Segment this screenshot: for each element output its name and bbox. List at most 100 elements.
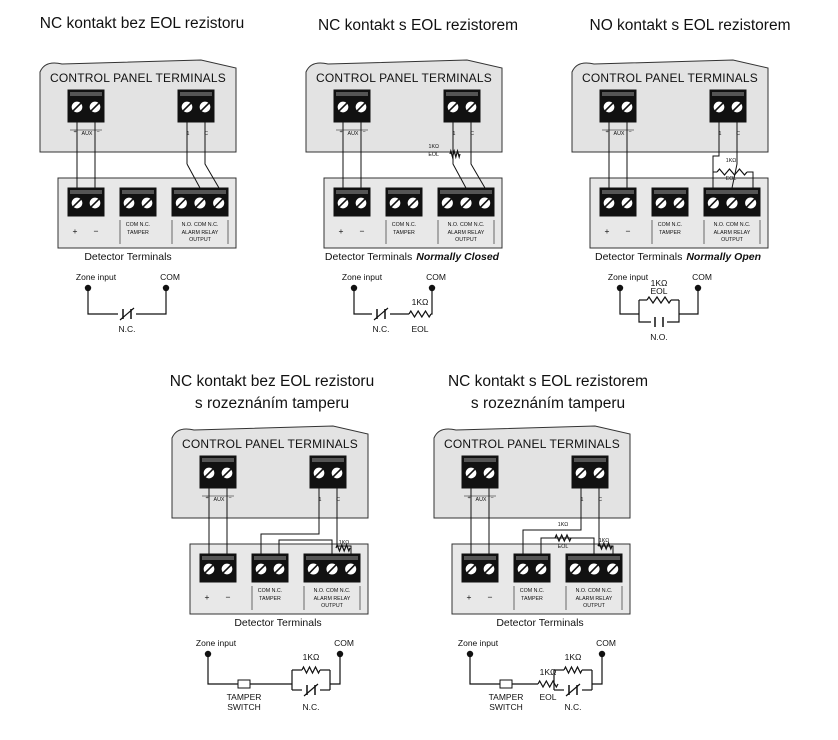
screw-slot xyxy=(390,198,400,208)
terminal-block-ridge xyxy=(312,458,344,462)
tamper-switch-label-1: TAMPER xyxy=(227,692,262,702)
relay-terminal-caption: ALARM RELAY xyxy=(714,230,751,236)
tamper-terminal-caption: TAMPER xyxy=(393,230,415,236)
terminal-block-ridge xyxy=(336,190,368,194)
relay-terminal-label: N.O. COM N.C. xyxy=(182,222,219,228)
screw-slot xyxy=(746,198,756,208)
relay-terminal-output: OUTPUT xyxy=(455,237,478,243)
relay-terminal-caption: ALARM RELAY xyxy=(182,230,219,236)
screw-slot xyxy=(576,468,586,478)
terminal-block-ridge xyxy=(712,92,744,96)
wire xyxy=(278,539,333,554)
screw-slot xyxy=(346,564,356,574)
wire xyxy=(452,122,467,189)
minus-sign: − xyxy=(488,592,493,602)
aux-plus: + xyxy=(205,495,208,501)
screw-slot xyxy=(90,102,100,112)
tamper-terminal-caption: TAMPER xyxy=(127,230,149,236)
resistor-value: 1KΩ xyxy=(651,278,668,288)
screw-slot xyxy=(408,198,418,208)
terminal-block-ridge xyxy=(70,92,102,96)
terminal-block-ridge xyxy=(202,556,234,560)
terminal-block-ridge xyxy=(336,92,368,96)
tamper-terminal-label: COM N.C. xyxy=(658,222,682,228)
relay-1-label: 1 xyxy=(453,131,456,137)
wire xyxy=(470,122,486,189)
minus-sign: − xyxy=(94,226,99,236)
screw-slot xyxy=(182,102,192,112)
screw-slot xyxy=(480,198,490,208)
screw-slot xyxy=(732,102,742,112)
wire xyxy=(592,654,603,685)
screw-slot xyxy=(195,198,205,208)
screw-slot xyxy=(90,198,100,208)
com-label: COM xyxy=(596,638,616,648)
screw-slot xyxy=(518,564,528,574)
screw-slot xyxy=(674,198,684,208)
relay-c-label: C xyxy=(470,131,474,137)
relay-1-label: 1 xyxy=(719,131,722,137)
terminal-block-ridge xyxy=(174,190,226,194)
detector-terminals-label: Detector Terminals xyxy=(595,251,682,263)
screw-slot xyxy=(72,102,82,112)
relay-c-label: C xyxy=(204,131,208,137)
wire xyxy=(540,537,595,554)
wire xyxy=(469,654,554,685)
zone-input-label: Zone input xyxy=(608,272,649,282)
wire xyxy=(522,488,582,554)
wire xyxy=(204,122,220,189)
screw-slot xyxy=(327,564,337,574)
wire xyxy=(679,288,699,315)
screw-slot xyxy=(222,468,232,478)
nc-label: N.C. xyxy=(565,702,582,712)
terminal-block-ridge xyxy=(446,92,478,96)
control-panel-label: CONTROL PANEL TERMINALS xyxy=(582,71,758,85)
tamper-switch-label-2: SWITCH xyxy=(489,702,523,712)
wire xyxy=(373,307,389,321)
control-panel-label: CONTROL PANEL TERMINALS xyxy=(50,71,226,85)
detector-terminals-caption: Detector Terminals xyxy=(84,251,171,263)
relay-terminal-label: N.O. COM N.C. xyxy=(314,588,351,594)
terminal-block-ridge xyxy=(306,556,358,560)
aux-plus: + xyxy=(73,129,76,135)
aux-label: AUX xyxy=(614,131,625,137)
wire xyxy=(330,654,341,685)
screw-slot xyxy=(200,102,210,112)
screw-slot xyxy=(604,198,614,208)
nc-label: N.C. xyxy=(303,702,320,712)
tamper-terminal-label: COM N.C. xyxy=(126,222,150,228)
relay-terminal-output: OUTPUT xyxy=(321,603,344,609)
tamper-terminal-caption: TAMPER xyxy=(259,596,281,602)
screw-slot xyxy=(142,198,152,208)
terminal-block-ridge xyxy=(602,190,634,194)
nc-label: N.C. xyxy=(119,324,136,334)
resistor-symbol xyxy=(716,168,748,176)
screw-slot xyxy=(274,564,284,574)
terminal-block-ridge xyxy=(574,458,606,462)
resistor-symbol xyxy=(449,148,461,160)
aux-label: AUX xyxy=(214,497,225,503)
aux-minus: − xyxy=(490,495,493,501)
screw-slot xyxy=(332,468,342,478)
terminal-block-ridge xyxy=(602,92,634,96)
resistor-symbol xyxy=(301,665,321,675)
screw-slot xyxy=(448,102,458,112)
screw-slot xyxy=(256,564,266,574)
terminal-block-ridge xyxy=(464,458,496,462)
screw-slot xyxy=(214,198,224,208)
tamper-terminal-caption: TAMPER xyxy=(659,230,681,236)
relay-1-label: 1 xyxy=(187,131,190,137)
tamper-switch-label-1: TAMPER xyxy=(489,692,524,702)
screw-slot xyxy=(727,198,737,208)
relay-1-label: 1 xyxy=(319,497,322,503)
panel-title-4-line-2: s rozeznáním tamperu xyxy=(195,395,349,412)
tamper-terminal-label: COM N.C. xyxy=(392,222,416,228)
aux-plus: + xyxy=(339,129,342,135)
eol-label: EOL xyxy=(411,324,428,334)
screw-slot xyxy=(594,468,604,478)
aux-label: AUX xyxy=(348,131,359,137)
terminal-block-ridge xyxy=(568,556,620,560)
